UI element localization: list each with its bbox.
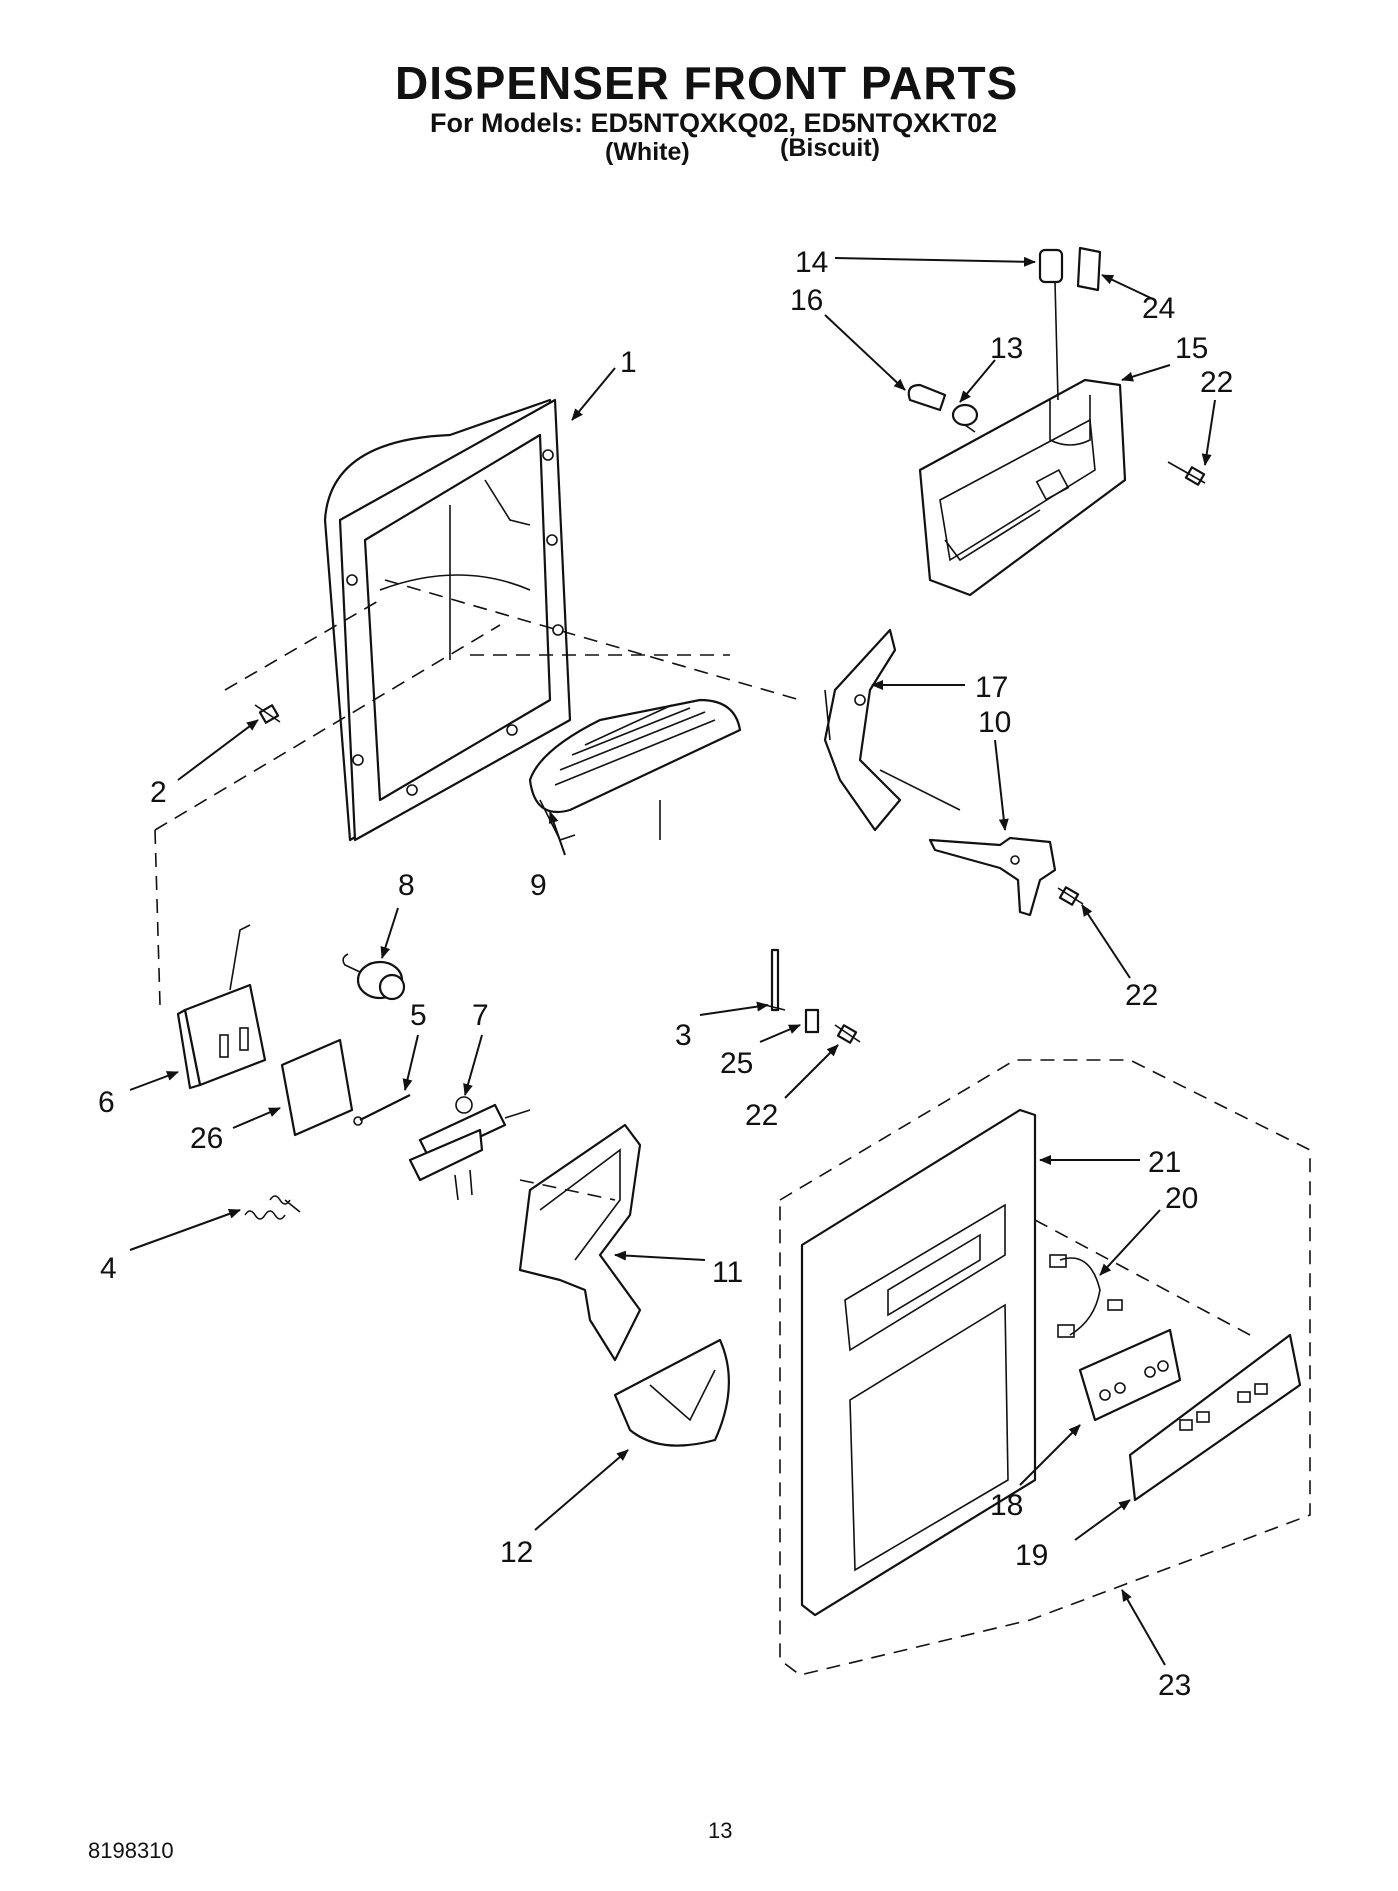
label-part-21: 21: [1148, 1146, 1181, 1179]
part-4-spring: [244, 1195, 301, 1220]
label-part-12: 12: [500, 1536, 533, 1569]
label-part-11: 11: [712, 1256, 743, 1289]
part-13-socket: [951, 403, 979, 433]
color-white-label: (White): [605, 138, 690, 166]
label-part-9: 9: [530, 869, 547, 902]
label-part-20: 20: [1165, 1182, 1198, 1215]
label-part-17: 17: [975, 671, 1008, 704]
label-part-19: 19: [1015, 1539, 1048, 1572]
label-part-8: 8: [398, 869, 415, 902]
part-25-spacer: [804, 1008, 820, 1034]
label-part-14: 14: [795, 246, 828, 279]
label-part-13: 13: [990, 332, 1023, 365]
label-part-18: 18: [990, 1489, 1023, 1522]
label-part-23: 23: [1158, 1669, 1191, 1702]
label-part-24: 24: [1142, 292, 1175, 325]
label-part-1: 1: [620, 346, 637, 379]
label-part-22-right: 22: [1125, 979, 1158, 1012]
label-part-2: 2: [150, 776, 167, 809]
part-7-hinge: [408, 1096, 531, 1201]
label-part-10: 10: [978, 706, 1011, 739]
page-title: DISPENSER FRONT PARTS: [395, 57, 1019, 109]
part-12-cup: [613, 1338, 730, 1447]
label-part-22-top: 22: [1200, 366, 1233, 399]
part-8-solenoid: [342, 953, 406, 1001]
leader-arrows: [129, 256, 1216, 1666]
part-22-screw-c: [834, 1024, 861, 1044]
label-part-26: 26: [190, 1122, 223, 1155]
assembly-23-boundary: [779, 1059, 1311, 1676]
part-1-housing: [323, 398, 572, 842]
part-10-bracket: [928, 836, 1057, 917]
part-16-bulb: [907, 383, 947, 412]
page-number: 13: [708, 1818, 733, 1843]
label-part-4: 4: [100, 1252, 117, 1285]
part-11-paddle: [518, 1123, 642, 1362]
part-2-screw: [254, 704, 281, 724]
alignment-lines: [154, 579, 1251, 1336]
label-part-22-mid: 22: [745, 1099, 778, 1132]
part-20-harness: [1049, 1254, 1123, 1338]
label-part-3: 3: [675, 1019, 692, 1052]
part-22-screw-b: [1167, 461, 1206, 486]
part-24-insulator: [1076, 246, 1102, 292]
part-26-pad: [280, 1038, 354, 1137]
label-part-15: 15: [1175, 332, 1208, 365]
part-21-front-panel: [800, 1108, 1037, 1617]
part-5-pin: [353, 1094, 411, 1126]
part-22-screw-a: [1057, 886, 1084, 906]
part-3-clip: [764, 948, 786, 1012]
label-part-16: 16: [790, 284, 823, 317]
part-15-control-housing: [918, 378, 1127, 597]
part-6-block: [176, 924, 267, 1090]
models-line: For Models: ED5NTQXKQ02, ED5NTQXKT02: [430, 108, 998, 138]
label-part-5: 5: [410, 999, 427, 1032]
label-part-7: 7: [472, 999, 489, 1032]
part-18-control-board: [1078, 1328, 1182, 1422]
part-labels: 1 2 3 4 5 6 7 8 9 10 11 12 13 14 15 16 1…: [98, 246, 1233, 1702]
document-number: 8198310: [88, 1838, 174, 1863]
part-19-overlay: [1128, 1333, 1302, 1502]
color-biscuit-label: (Biscuit): [780, 134, 880, 162]
label-part-6: 6: [98, 1086, 115, 1119]
part-14-switch: [1038, 248, 1064, 401]
part-17-lever: [823, 628, 902, 832]
label-part-25: 25: [720, 1047, 753, 1080]
